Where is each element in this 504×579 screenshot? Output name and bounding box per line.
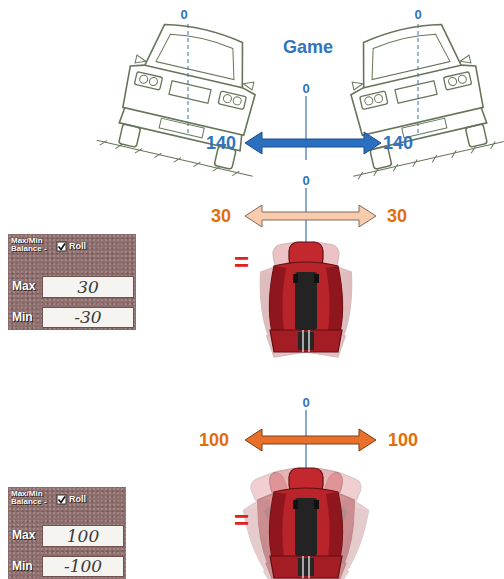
panel-header: Max/Min Balance - <box>11 237 53 254</box>
value-field: 100 <box>42 525 124 547</box>
range-value: 100 <box>388 431 418 449</box>
zero-line <box>188 24 189 135</box>
zero-mark: 0 <box>302 82 309 95</box>
car-right <box>324 12 504 181</box>
section-title: Game <box>283 38 333 56</box>
car-left <box>96 12 282 181</box>
panel-header: Max/Min Balance - <box>11 490 53 507</box>
range-value: 140 <box>383 134 413 152</box>
range-arrow <box>245 205 376 227</box>
range-arrow <box>245 132 381 154</box>
zero-line <box>418 24 419 135</box>
range-value: 100 <box>199 431 229 449</box>
field-label: Max <box>12 280 42 293</box>
seat <box>269 468 342 578</box>
settings-panel: Max/Min Balance - RollMaxMin 100 -100 <box>8 487 126 579</box>
checkbox-label: Roll <box>69 242 99 251</box>
value-field: -100 <box>42 556 124 577</box>
zero-mark: 0 <box>302 396 309 409</box>
center-line <box>305 96 306 160</box>
range-value: 30 <box>211 207 231 225</box>
handwritten-value: 100 <box>43 526 123 546</box>
checkbox-label: Roll <box>69 495 99 504</box>
handwritten-value: 30 <box>43 277 133 297</box>
settings-panel: Max/Min Balance - RollMaxMin 30 -30 <box>8 234 136 330</box>
zero-mark: 0 <box>414 8 421 21</box>
range-value: 30 <box>387 207 407 225</box>
value-field: 30 <box>42 276 134 298</box>
range-arrow <box>245 429 376 451</box>
seat <box>269 242 342 352</box>
value-field: -30 <box>42 307 134 328</box>
handwritten-value: -100 <box>43 557 123 576</box>
field-label: Min <box>12 560 42 573</box>
zero-mark: 0 <box>180 8 187 21</box>
zero-mark: 0 <box>302 174 309 187</box>
range-value: 140 <box>206 134 236 152</box>
field-label: Max <box>12 529 42 542</box>
equals-sign: = <box>233 249 248 275</box>
handwritten-value: -30 <box>43 308 133 327</box>
seat-ghost <box>270 238 359 358</box>
field-label: Min <box>12 311 42 324</box>
equals-sign: = <box>233 507 248 533</box>
